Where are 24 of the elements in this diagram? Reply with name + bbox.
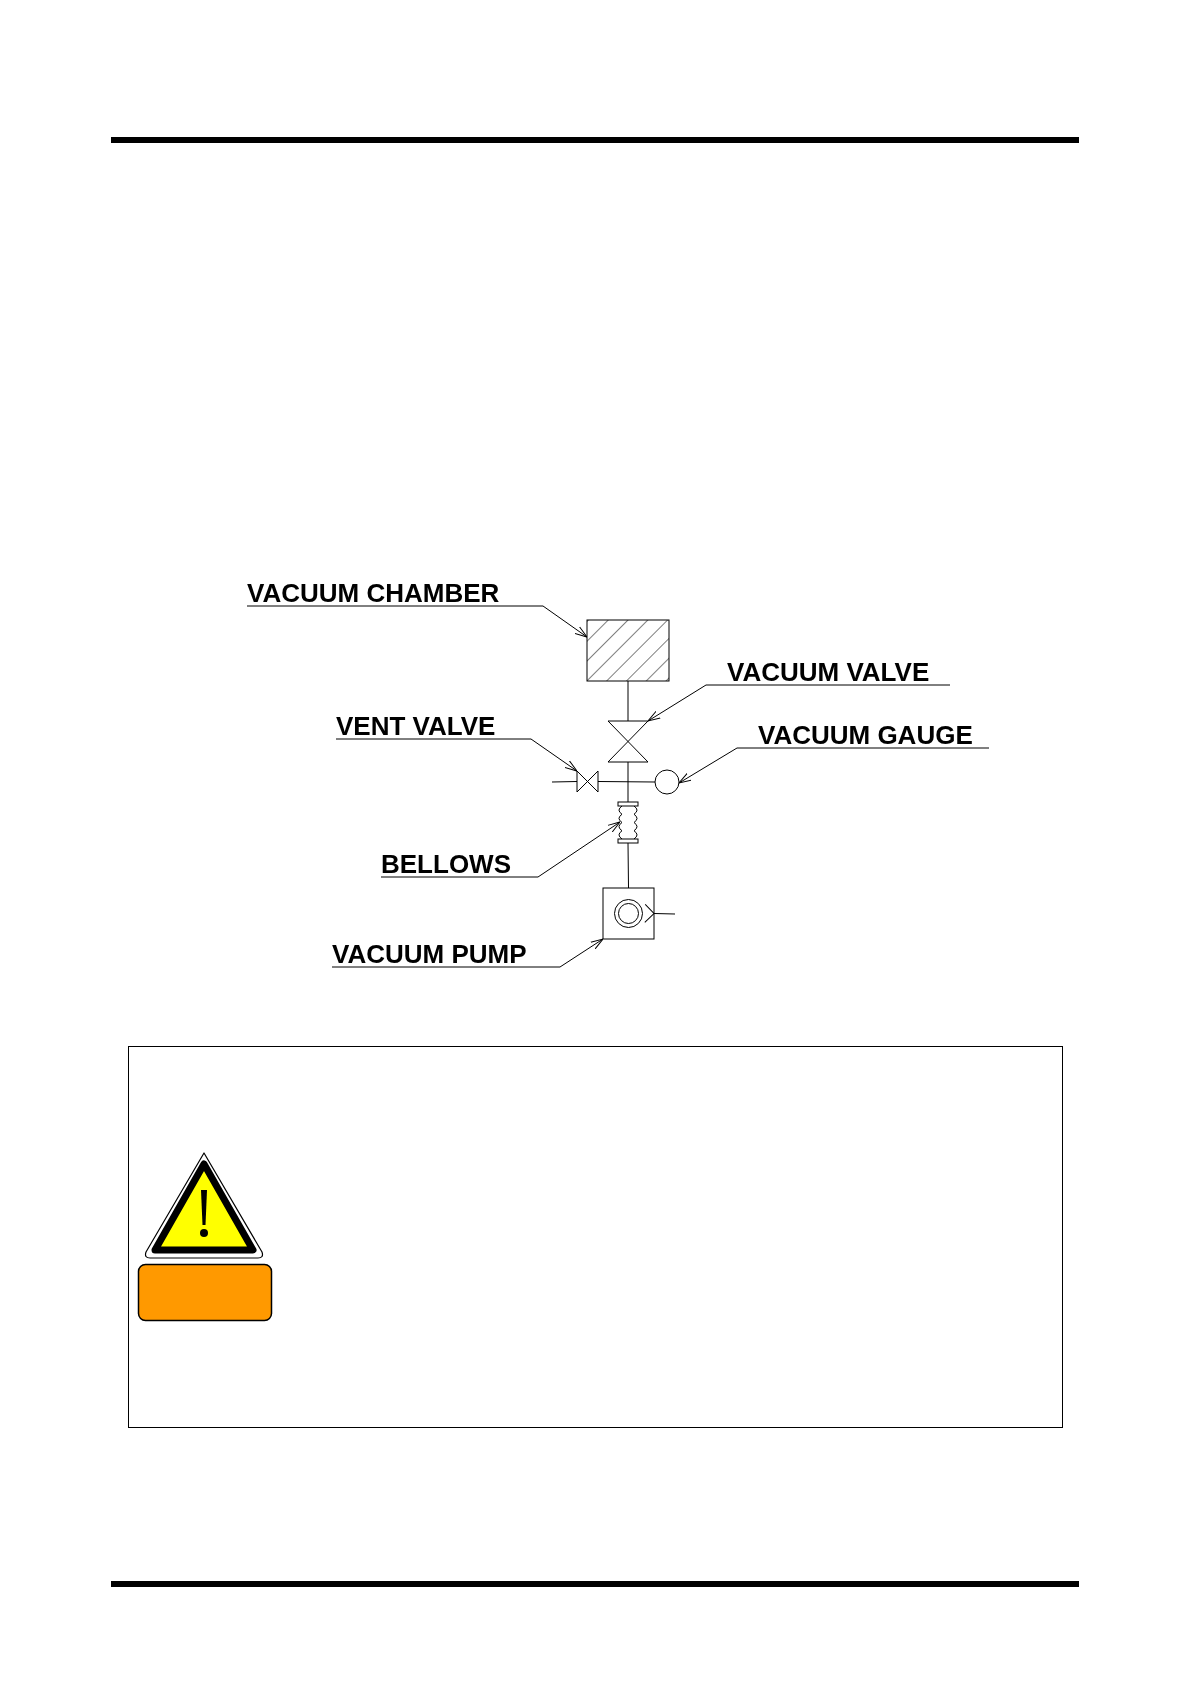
- part-label: VACUUM CHAMBER: [247, 580, 500, 606]
- leader-line: [380, 821, 621, 878]
- pipe-line: [627, 680, 629, 722]
- part-label: VENT VALVE: [336, 713, 496, 739]
- pipe-line: [551, 781, 578, 783]
- leader-line: [246, 605, 588, 638]
- leader-line: [678, 747, 990, 784]
- part-label: BELLOWS: [381, 851, 511, 877]
- leader-line: [331, 938, 604, 968]
- gauge-circle: [654, 769, 680, 795]
- pipe-line: [597, 781, 656, 783]
- pipe-line: [644, 903, 676, 923]
- part-label: VACUUM VALVE: [727, 659, 930, 685]
- pump-symbol: [602, 887, 655, 940]
- part-label: VACUUM PUMP: [332, 941, 527, 967]
- pipe-line: [627, 761, 629, 803]
- leader-line: [335, 738, 578, 772]
- valve-symbol: [607, 720, 649, 763]
- chamber-box: [586, 619, 670, 682]
- valve-symbol: [576, 770, 599, 793]
- part-label: VACUUM GAUGE: [758, 722, 973, 748]
- bellows-symbol: [617, 801, 639, 844]
- pipe-line: [627, 842, 629, 889]
- leader-line: [647, 684, 951, 722]
